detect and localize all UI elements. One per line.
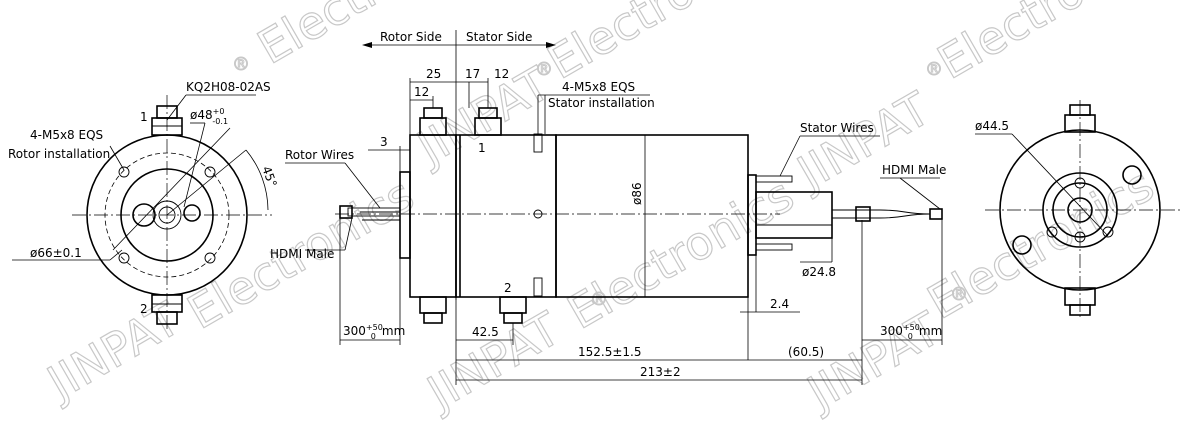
rotor-side-label: Rotor Side bbox=[380, 30, 442, 44]
port-hole bbox=[132, 203, 156, 227]
watermark-brand: JINPAT bbox=[796, 301, 950, 421]
dim-d86: ø86 bbox=[630, 182, 644, 205]
dim-42-5: 42.5 bbox=[472, 325, 499, 339]
dim-angle: 45° bbox=[259, 164, 279, 189]
bore-circle bbox=[152, 200, 182, 230]
flange-circle bbox=[999, 129, 1161, 291]
dim-213: 213±2 bbox=[640, 365, 681, 379]
dim-2-4: 2.4 bbox=[770, 297, 789, 311]
watermark-company: Electronics bbox=[929, 0, 1173, 90]
watermark-company: Electronics bbox=[559, 167, 803, 339]
dim-25: 25 bbox=[426, 67, 441, 81]
dim-d66: ø66±0.1 bbox=[30, 246, 82, 260]
boss-circle bbox=[120, 168, 214, 262]
dim-12-stator: 12 bbox=[494, 67, 509, 81]
inner-circle bbox=[1052, 182, 1108, 238]
boss-circle bbox=[1042, 172, 1118, 248]
stator-wires-label: Stator Wires bbox=[800, 121, 874, 135]
fitting-rotor-bottom bbox=[419, 296, 447, 314]
bolt-hole bbox=[1046, 226, 1058, 238]
stator-bolt bbox=[533, 277, 543, 297]
rotor-install-label: Rotor installation bbox=[8, 147, 110, 161]
port-hole bbox=[1122, 165, 1142, 185]
port-number-1: 1 bbox=[140, 110, 148, 124]
hdmi-right-label: HDMI Male bbox=[882, 163, 946, 177]
hdmi-plug-left bbox=[339, 205, 353, 219]
watermark-brand: JINPAT bbox=[36, 291, 190, 411]
bore-circle bbox=[1067, 197, 1093, 223]
stator-install-label: Stator installation bbox=[548, 96, 655, 110]
stator-wire-bundle bbox=[755, 175, 793, 183]
dim-17: 17 bbox=[465, 67, 480, 81]
bolt-hole bbox=[118, 166, 130, 178]
bolt-hole bbox=[204, 166, 216, 178]
stator-install-label: 4-M5x8 EQS bbox=[562, 80, 635, 94]
port-number-2: 2 bbox=[504, 281, 512, 295]
bolt-hole bbox=[204, 252, 216, 264]
hdmi-body bbox=[855, 206, 871, 222]
bolt-hole bbox=[118, 252, 130, 264]
rotor-end-view bbox=[12, 94, 272, 330]
fitting-stator-bottom bbox=[499, 296, 527, 314]
dim-d48: ø48+0-0.1 bbox=[190, 107, 228, 126]
dim-152-5: 152.5±1.5 bbox=[578, 345, 642, 359]
dim-d24: ø24.8 bbox=[802, 265, 836, 279]
hdmi-plug-right bbox=[929, 208, 943, 220]
dim-d44: ø44.5 bbox=[975, 119, 1009, 133]
port-hole bbox=[1012, 235, 1032, 255]
port-hole bbox=[183, 204, 201, 222]
rotor-wires-label: Rotor Wires bbox=[285, 148, 354, 162]
rotor-install-label: 4-M5x8 EQS bbox=[30, 128, 103, 142]
stator-end-view bbox=[975, 100, 1180, 320]
port-number-1: 1 bbox=[478, 141, 486, 155]
fitting-bottom bbox=[156, 311, 178, 325]
watermark-reg: ® bbox=[232, 54, 250, 75]
bolt-hole bbox=[1074, 231, 1086, 243]
bolt-hole bbox=[1102, 226, 1114, 238]
dim-3: 3 bbox=[380, 135, 388, 149]
dim-12-rotor: 12 bbox=[414, 85, 429, 99]
watermark-brand: JINPAT bbox=[416, 301, 570, 421]
watermark-company: Electr bbox=[249, 0, 391, 75]
stator-bolt-center bbox=[533, 209, 543, 219]
fitting-label: KQ2H08-02AS bbox=[186, 80, 271, 94]
bolt-hole bbox=[1074, 177, 1086, 189]
watermark-brand: JINPAT bbox=[786, 81, 940, 201]
shaft-center bbox=[158, 206, 176, 224]
watermark-reg: ® bbox=[590, 289, 608, 310]
stator-side-label: Stator Side bbox=[466, 30, 532, 44]
side-view bbox=[285, 30, 943, 385]
port-number-2: 2 bbox=[140, 302, 148, 316]
watermark-reg: ® bbox=[925, 59, 943, 80]
stator-bolt bbox=[533, 133, 543, 153]
watermark-company: Electronics bbox=[539, 0, 783, 90]
bolt-circle bbox=[104, 152, 230, 278]
watermark-reg: ® bbox=[535, 59, 553, 80]
fitting-top bbox=[156, 105, 178, 119]
dim-60-5: (60.5) bbox=[788, 345, 824, 359]
watermark-reg: ® bbox=[950, 284, 968, 305]
angle-arc bbox=[245, 149, 269, 211]
hdmi-left-label: HDMI Male bbox=[270, 247, 334, 261]
